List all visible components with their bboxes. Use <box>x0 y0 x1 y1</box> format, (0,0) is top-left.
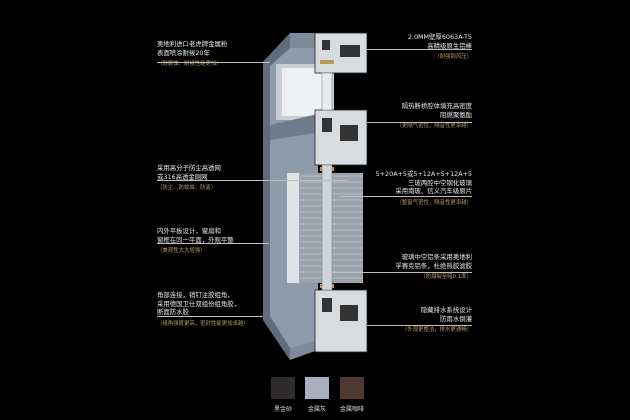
annotation-line: 角部连接，销钉注胶组角， <box>157 291 234 299</box>
swatch-label: 金属咖啡 <box>339 406 364 413</box>
annotation-sub: （防尘、防蚊虫、防盗） <box>157 185 217 192</box>
annotation-powder-coating: 奥地利进口老虎牌金属粉 表面喷涂耐候20年 （耐腐蚀、耐候性能更加） <box>157 40 227 69</box>
annotation-glass: 5+20A+5或5+12A+5+12A+5 三玻两腔中空钢化玻璃 采用南玻、信义… <box>376 170 472 207</box>
annotation-line: 孚赛克铝条，杜绝热胶滤胶 <box>395 261 472 270</box>
annotation-sub: （外观更整洁，排水更通畅） <box>401 327 472 334</box>
annotation-sub: （整窗气密性，隔音性更卓越） <box>396 199 472 206</box>
annotation-sub: （耐腐蚀、耐候性能更加） <box>157 61 222 68</box>
leader-line <box>157 316 263 317</box>
annotation-corner-joint: 角部连接，销钉注胶组角， 采用德国卫仕双组份组角胶， 断面防水胶 （组角强度更高… <box>157 291 249 328</box>
annotation-sub: （更隔气密性、隔音性更卓越） <box>396 123 472 130</box>
annotation-line: 隔热断桥腔体填充高密度 <box>401 102 472 110</box>
annotation-sub: （耐强钢风压） <box>434 54 472 61</box>
annotation-line: 断面防水胶 <box>157 308 189 317</box>
swatch-label: 黑金砂 <box>273 406 292 413</box>
annotation-line: 窗框在同一平面，外观平整 <box>157 235 234 244</box>
swatch-metal-gray[interactable] <box>305 377 329 399</box>
annotation-line: 奥地利进口老虎牌金属粉 <box>157 40 228 48</box>
leader-line <box>157 243 269 244</box>
leader-line <box>367 49 472 50</box>
annotation-thermal-break: 隔热断桥腔体填充高密度 阻燃聚氨酯 （更隔气密性、隔音性更卓越） <box>397 102 472 131</box>
annotation-line: 内外平板设计，窗扇和 <box>157 227 221 235</box>
annotation-line: 采用高分子防尘高透网 <box>157 164 221 172</box>
annotation-line: 三玻两腔中空钢化玻璃 <box>408 178 472 187</box>
annotation-sub: （美观性大大增强） <box>157 248 206 255</box>
annotation-line: 表面喷涂耐候20年 <box>157 48 210 57</box>
annotation-line: 采用德国卫仕双组份组角胶， <box>157 299 241 308</box>
annotation-drainage: 隐藏排水系统设计 防雨水倒灌 （外观更整洁，排水更通畅） <box>402 306 472 335</box>
annotation-line: 2.0MM壁厚6063A-T5 <box>407 33 472 41</box>
annotation-line: 5+20A+5或5+12A+5+12A+5 <box>375 170 472 178</box>
annotation-line: 隐藏排水系统设计 <box>420 306 472 314</box>
leader-line <box>157 180 347 181</box>
swatch-black-gold[interactable] <box>271 377 295 399</box>
leader-line <box>330 272 472 273</box>
leader-line <box>367 122 472 123</box>
annotation-line: 采用南玻、信义汽车级原片 <box>395 187 472 196</box>
annotation-spacer-bar: 玻璃中空铝条采用奥地利 孚赛克铝条，杜绝热胶滤胶 （防爆裂至暗0.1率） <box>395 253 472 282</box>
annotation-line: 高精级原生铝棒 <box>427 41 472 50</box>
annotation-screen-mesh: 采用高分子防尘高透网 或316高透金刚网 （防尘、防蚊虫、防盗） <box>157 164 221 193</box>
swatch-metal-coffee[interactable] <box>340 377 364 399</box>
leader-line <box>157 62 270 63</box>
swatch-label: 金属灰 <box>307 406 326 413</box>
leader-line <box>367 325 472 326</box>
annotation-sub: （防爆裂至暗0.1率） <box>420 274 472 281</box>
annotation-line: 阻燃聚氨酯 <box>440 110 472 119</box>
annotation-line: 玻璃中空铝条采用奥地利 <box>401 253 472 261</box>
annotation-flat-design: 内外平板设计，窗扇和 窗框在同一平面，外观平整 （美观性大大增强） <box>157 227 234 256</box>
annotation-sub: （组角强度更高，密封性能更加卓越） <box>157 320 249 327</box>
annotation-line: 防雨水倒灌 <box>440 314 472 323</box>
leader-line <box>340 196 472 197</box>
annotation-line: 或316高透金刚网 <box>157 172 208 181</box>
annotation-aluminum-wall: 2.0MM壁厚6063A-T5 高精级原生铝棒 （耐强钢风压） <box>408 33 472 62</box>
